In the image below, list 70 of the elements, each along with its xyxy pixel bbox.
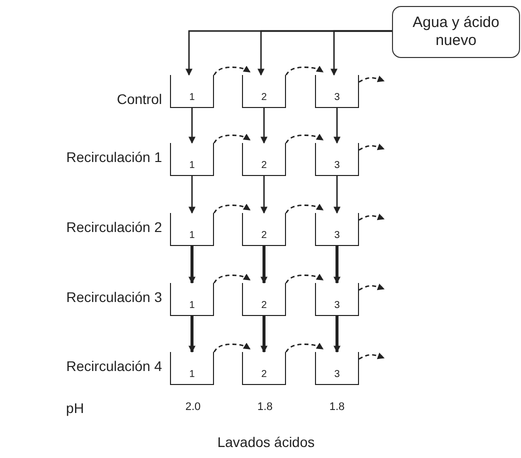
tank-number: 3 (334, 160, 340, 171)
arrow (285, 134, 324, 144)
arrow (213, 66, 251, 76)
tank-number: 1 (189, 160, 195, 171)
arrow (285, 66, 324, 76)
arrow (188, 246, 196, 284)
tank-number: 1 (189, 230, 195, 241)
tank-number: 2 (261, 369, 267, 380)
arrow (213, 134, 251, 144)
arrow (213, 274, 251, 284)
arrow (213, 342, 251, 352)
arrow (334, 176, 340, 214)
tank-number: 1 (189, 92, 195, 103)
arrow (260, 176, 268, 214)
tank (170, 283, 214, 316)
tank (170, 352, 214, 385)
arrow (188, 176, 196, 214)
row-label: Recirculación 3 (66, 289, 162, 305)
arrow (260, 246, 268, 284)
arrow (260, 316, 268, 353)
row-label: Recirculación 2 (66, 219, 162, 235)
tank (242, 75, 286, 108)
arrow (334, 108, 340, 144)
box-label: Agua y ácido nuevo (412, 14, 500, 50)
arrow (358, 352, 385, 360)
arrow (213, 204, 251, 214)
row-label: Control (116, 91, 162, 107)
tank (315, 75, 359, 108)
ph-value: 1.8 (257, 401, 273, 413)
arrow (285, 274, 324, 284)
source-box (392, 6, 520, 58)
arrow (285, 204, 324, 214)
ph-value: 1.8 (329, 401, 345, 413)
tank-number: 1 (189, 369, 195, 380)
arrow (188, 108, 196, 144)
ph-value: 2.0 (185, 401, 201, 413)
axis-label: pH (66, 400, 84, 416)
arrow (358, 144, 385, 151)
tank (170, 75, 214, 108)
tank (242, 143, 286, 176)
tank (242, 352, 286, 385)
tank-number: 2 (261, 300, 267, 311)
arrow (334, 246, 340, 284)
arrow (358, 284, 385, 291)
tank (242, 283, 286, 316)
tank-number: 3 (334, 369, 340, 380)
tank-number: 3 (334, 230, 340, 241)
tank-number: 2 (261, 160, 267, 171)
arrow (358, 214, 385, 221)
row-label: Recirculación 4 (66, 358, 162, 374)
row-label: Recirculación 1 (66, 149, 162, 165)
tank (170, 143, 214, 176)
tank (315, 213, 359, 246)
tank-number: 2 (261, 92, 267, 103)
arrow (260, 108, 268, 144)
arrow (334, 316, 340, 353)
tank (315, 143, 359, 176)
arrow (358, 76, 385, 83)
tank-number: 2 (261, 230, 267, 241)
tank-number: 1 (189, 300, 195, 311)
caption: Lavados ácidos (217, 434, 315, 450)
tank (170, 213, 214, 246)
tank (315, 283, 359, 316)
tank-number: 3 (334, 92, 340, 103)
tank (242, 213, 286, 246)
tank (315, 352, 359, 385)
arrow (330, 30, 392, 76)
arrow (188, 316, 196, 353)
tank-number: 3 (334, 300, 340, 311)
arrow (285, 342, 324, 352)
